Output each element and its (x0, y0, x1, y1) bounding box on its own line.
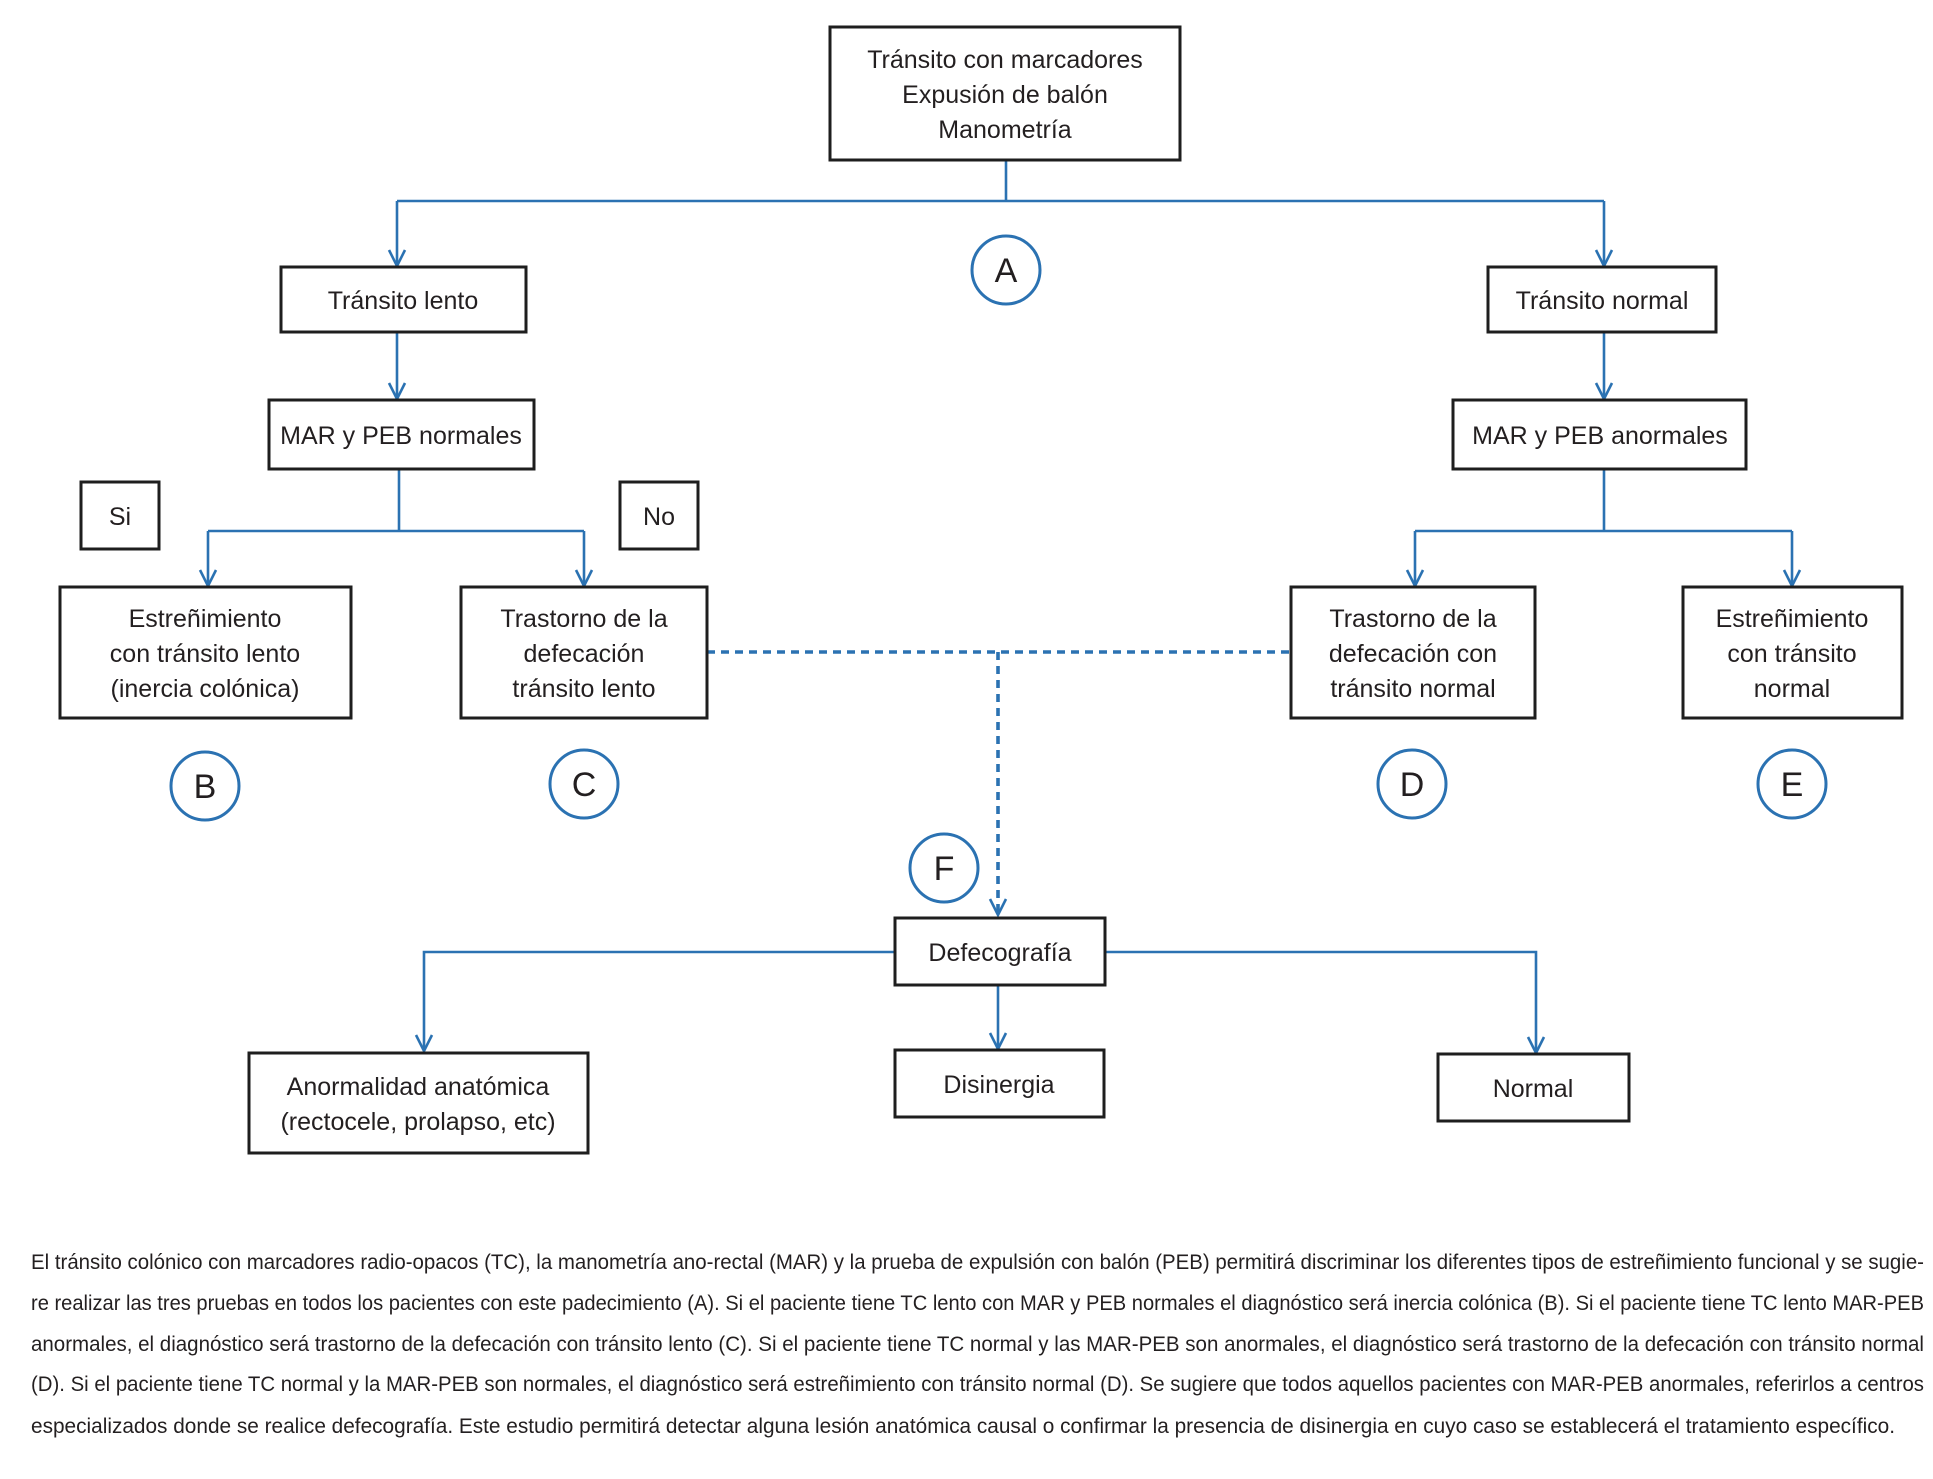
node-slow-transit-box (279, 265, 528, 334)
node-start-line: Manometría (938, 116, 1071, 144)
node-defecation-slow-line: tránsito lento (512, 675, 655, 703)
node-normal-label: Normal (1493, 1075, 1574, 1103)
marker-b-label: B (194, 768, 217, 806)
arrowhead (414, 1034, 434, 1054)
node-mar-peb-abnormal-label: MAR y PEB anormales (1472, 422, 1728, 450)
node-defecation-slow-line: Trastorno de la (500, 605, 667, 633)
marker-e: E (1756, 748, 1828, 820)
node-slow-constipation-line: con tránsito lento (110, 640, 300, 668)
node-no-label: No (643, 503, 675, 531)
marker-a-circle (970, 234, 1042, 306)
connector-to-anatomic (422, 950, 895, 1050)
node-dyssynergia: Disinergia (893, 1048, 1106, 1119)
marker-c-label: C (572, 766, 597, 804)
node-defecation-slow: Trastorno de la defecación tránsito lent… (459, 585, 709, 720)
marker-a: A (970, 234, 1042, 306)
node-defecation-normal-box (1289, 585, 1537, 720)
node-normal-constipation-line: normal (1754, 675, 1830, 703)
caption: El tránsito colónico con marcadores radi… (31, 1251, 1924, 1438)
marker-c-circle (548, 748, 620, 820)
node-start: Tránsito con marcadores Expusión de baló… (828, 25, 1182, 162)
node-defecography-label: Defecografía (928, 939, 1071, 967)
node-mar-peb-normal-label: MAR y PEB normales (280, 422, 522, 450)
marker-f-circle (908, 832, 980, 904)
node-start-line: Expusión de balón (902, 81, 1108, 109)
node-start-box (828, 25, 1182, 162)
node-normal-transit-label: Tránsito normal (1516, 287, 1689, 315)
node-start-line: Tránsito con marcadores (867, 46, 1143, 74)
node-normal-constipation-line: Estreñimiento (1716, 605, 1869, 633)
node-no: No (618, 480, 700, 551)
caption-line: (D). Si el paciente tiene TC normal y la… (31, 1373, 1924, 1396)
caption-line: El tránsito colónico con marcadores radi… (31, 1251, 1924, 1274)
caption-line: anormales, el diagnóstico será trastorno… (31, 1333, 1924, 1356)
node-anatomic-box (247, 1051, 590, 1155)
marker-d-label: D (1400, 766, 1425, 804)
marker-f-label: F (934, 850, 955, 888)
node-slow-constipation: Estreñimiento con tránsito lento (inerci… (58, 585, 353, 720)
node-normal-transit-box (1486, 265, 1718, 334)
caption-line: especializados donde se realice defecogr… (31, 1415, 1895, 1438)
node-mar-peb-normal: MAR y PEB normales (267, 398, 536, 471)
node-defecation-slow-box (459, 585, 709, 720)
connectors (198, 160, 1802, 1056)
node-mar-peb-abnormal-box (1451, 398, 1748, 471)
node-defecation-normal-line: defecación con (1329, 640, 1497, 668)
node-yes-box (79, 480, 161, 551)
node-normal-constipation-line: con tránsito (1727, 640, 1856, 668)
node-normal-constipation: Estreñimiento con tránsito normal (1681, 585, 1904, 720)
node-anatomic-line: (rectocele, prolapso, etc) (280, 1108, 555, 1136)
node-dyssynergia-box (893, 1048, 1106, 1119)
node-defecation-normal: Trastorno de la defecación con tránsito … (1289, 585, 1537, 720)
node-anatomic-line: Anormalidad anatómica (287, 1073, 550, 1101)
connector-to-normal (1105, 950, 1538, 1052)
marker-d-circle (1376, 748, 1448, 820)
node-yes-label: Si (109, 503, 131, 531)
node-no-box (618, 480, 700, 551)
node-defecation-normal-line: tránsito normal (1330, 675, 1495, 703)
node-yes: Si (79, 480, 161, 551)
marker-e-circle (1756, 748, 1828, 820)
marker-a-label: A (995, 252, 1018, 290)
node-normal-constipation-box (1681, 585, 1904, 720)
marker-f: F (908, 832, 980, 904)
marker-b-circle (169, 750, 241, 822)
node-normal: Normal (1436, 1052, 1631, 1123)
node-slow-constipation-line: Estreñimiento (129, 605, 282, 633)
marker-b: B (169, 750, 241, 822)
node-slow-constipation-box (58, 585, 353, 720)
node-slow-constipation-line: (inercia colónica) (111, 675, 300, 703)
node-defecography-box (893, 916, 1107, 987)
node-normal-transit: Tránsito normal (1486, 265, 1718, 334)
marker-c: C (548, 748, 620, 820)
node-mar-peb-normal-box (267, 398, 536, 471)
node-defecography: Defecografía (893, 916, 1107, 987)
node-anatomic: Anormalidad anatómica (rectocele, prolap… (247, 1051, 590, 1155)
caption-line: re realizar las tres pruebas en todos lo… (31, 1292, 1924, 1315)
node-slow-transit-label: Tránsito lento (328, 287, 479, 315)
node-dyssynergia-label: Disinergia (943, 1071, 1054, 1099)
node-defecation-normal-line: Trastorno de la (1329, 605, 1496, 633)
arrowhead (988, 898, 1008, 918)
node-normal-box (1436, 1052, 1631, 1123)
node-mar-peb-abnormal: MAR y PEB anormales (1451, 398, 1748, 471)
marker-e-label: E (1781, 766, 1804, 804)
node-slow-transit: Tránsito lento (279, 265, 528, 334)
node-defecation-slow-line: defecación (524, 640, 645, 668)
marker-d: D (1376, 748, 1448, 820)
